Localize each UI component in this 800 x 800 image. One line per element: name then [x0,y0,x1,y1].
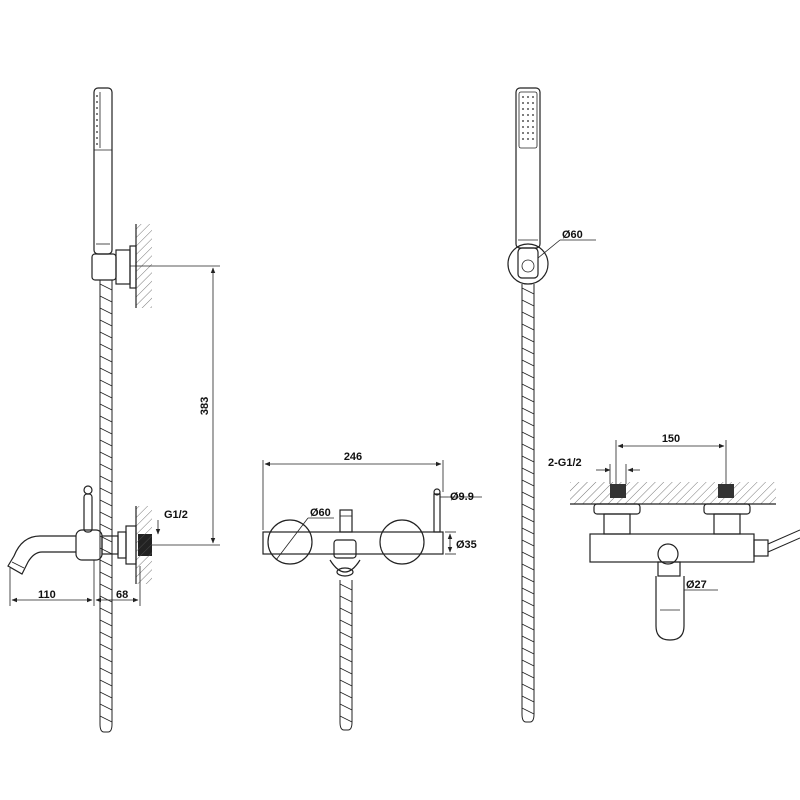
wall-holder-front [507,243,549,285]
dimension-383: 383 [130,265,220,546]
hand-shower-front [515,87,541,249]
inlets-label: 2-G1/2 [548,457,582,469]
hose-front [339,580,353,731]
side-view: 383 G1/2 110 68 [7,87,220,733]
wall-hatch-lower [135,506,152,584]
wall-hatch-top [570,482,776,505]
spout-front [329,539,361,577]
dimension-150-label: 150 [662,433,680,445]
holder-dia-callout: Ø60 [537,229,596,259]
dimension-110-68: 110 68 [9,560,141,606]
mixer-body-top [589,533,755,563]
holder-dia-label: Ø60 [562,229,583,241]
spout-side [7,535,76,575]
dimension-383-label: 383 [199,397,211,415]
inlet-label-left: G1/2 [164,509,188,521]
hose-front-right [521,284,535,723]
hand-shower-side [93,87,113,255]
spray-holes [96,95,98,145]
spout-dia-callout: Ø27 [684,579,718,591]
hand-shower-front-view: Ø60 [507,87,596,723]
hose-connector-top [753,529,800,557]
rosette-right [379,519,425,565]
wall-holder-side [91,245,137,289]
inlets-callout: 2-G1/2 [548,457,640,484]
lever-dia-label: Ø9.9 [450,491,474,503]
connector-right [703,503,751,535]
lever-front [433,488,441,533]
mixer-body-front [262,531,444,555]
dimension-246-label: 246 [344,451,362,463]
dimension-150: 150 [615,433,727,484]
diverter-knob [339,509,353,533]
front-view: 246 Ø60 Ø9.9 Ø35 [262,451,482,731]
spray-grid [522,96,534,140]
connector-left [593,503,641,535]
spout-dia-label: Ø27 [686,579,707,591]
body-dia-callout: Ø35 [445,531,477,555]
rosette-left [267,519,313,565]
lever-dia-callout: Ø9.9 [440,491,482,503]
diverter-top [657,543,679,565]
inlet-left [610,484,626,498]
inlet-callout-left: G1/2 [155,509,188,535]
rosette-dia-callout: Ø60 [275,507,334,561]
rosette-dia-label: Ø60 [310,507,331,519]
spout-top [655,561,685,641]
dimension-68-label: 68 [116,589,128,601]
dimension-246: 246 [262,451,444,530]
inlet-right [718,484,734,498]
dimension-110-label: 110 [38,589,56,601]
hose-side [99,280,113,733]
body-dia-label: Ø35 [456,539,477,551]
top-view: 150 2-G1/2 Ø27 [548,433,800,641]
